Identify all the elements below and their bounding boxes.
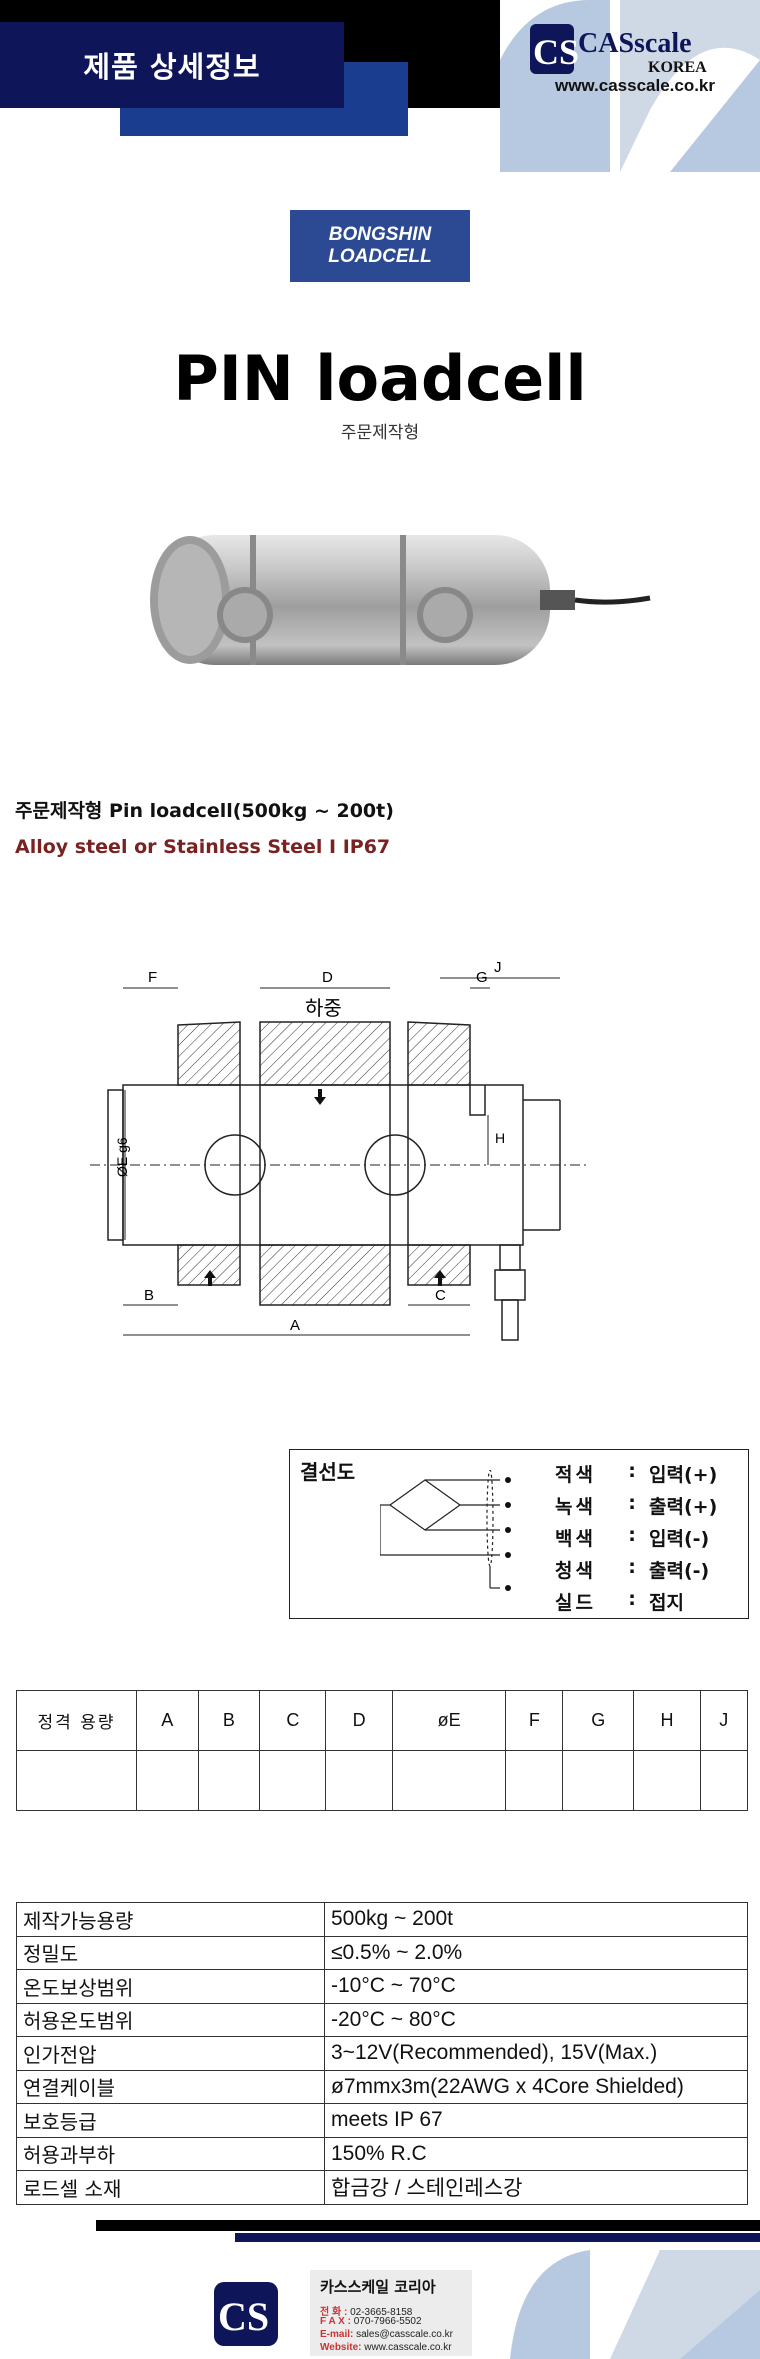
- dim-label-A: A: [290, 1317, 300, 1334]
- table-cell: [16, 1750, 137, 1811]
- header-url[interactable]: www.casscale.co.kr: [554, 76, 716, 95]
- footer-decor: [500, 2190, 760, 2359]
- product-description: 주문제작형 Pin loadcell(500kg ~ 200t): [15, 800, 394, 822]
- dimension-drawing: F D J G H B C A ØE g6 하중: [90, 959, 590, 1341]
- product-subtitle: 주문제작형: [340, 423, 420, 443]
- dimension-table: 정격 용량 A B C D øE F G H J: [16, 1690, 749, 1811]
- header-navy-block: [0, 22, 344, 108]
- dim-header-B: B: [197, 1690, 261, 1751]
- dim-header-F: F: [505, 1690, 564, 1751]
- footer-decor-shapes: [510, 2250, 760, 2359]
- table-cell: [197, 1750, 261, 1811]
- product-material: Alloy steel or Stainless Steel I IP67: [15, 836, 391, 858]
- table-cell: [505, 1750, 564, 1811]
- spec-row: 정밀도≤0.5% ~ 2.0%: [16, 1935, 748, 1970]
- dim-label-H: H: [495, 1130, 505, 1146]
- product-title: PIN loadcell: [173, 342, 587, 415]
- product-image: [150, 535, 651, 665]
- spec-row: 허용온도범위-20°C ~ 80°C: [16, 2002, 748, 2037]
- dim-header-E: øE: [391, 1690, 507, 1751]
- svg-text:CS: CS: [533, 32, 579, 72]
- header-decor-shapes: [500, 0, 760, 172]
- table-cell: [325, 1750, 393, 1811]
- dimension-table-empty-row: [16, 1750, 749, 1811]
- table-cell: [136, 1750, 199, 1811]
- table-cell: [633, 1750, 701, 1811]
- logo-text: CASscale: [578, 28, 692, 59]
- footer-email[interactable]: E-mail: sales@casscale.co.kr: [320, 2329, 453, 2340]
- footer-cas-logo: CS: [214, 2282, 278, 2346]
- wire-row-shield: 실드:접지: [555, 1588, 684, 1614]
- brand-line-2: LOADCELL: [328, 246, 432, 267]
- footer-black-band: [96, 2220, 760, 2231]
- footer-fax: F A X : 070-7966-5502: [320, 2316, 422, 2327]
- dim-header-A: A: [136, 1690, 199, 1751]
- table-cell: [259, 1750, 327, 1811]
- wiring-bridge-diagram: [380, 1470, 511, 1591]
- table-cell: [562, 1750, 635, 1811]
- wiring-diagram-box: [289, 1449, 749, 1619]
- dim-label-D: D: [322, 969, 333, 986]
- dim-label-B: B: [144, 1287, 154, 1304]
- dimension-table-header-row: 정격 용량 A B C D øE F G H J: [16, 1690, 749, 1751]
- wire-row-green: 녹색:출력(+): [555, 1492, 718, 1518]
- footer-navy-band: [235, 2233, 760, 2242]
- wiring-title: 결선도: [300, 1460, 356, 1484]
- table-cell: [699, 1750, 749, 1811]
- dim-label-C: C: [435, 1287, 446, 1304]
- dim-header-capacity: 정격 용량: [16, 1690, 137, 1751]
- brand-line-1: BONGSHIN: [328, 224, 432, 245]
- cas-logo: CS CASscale KOREA: [530, 24, 707, 76]
- footer-company-name: 카스스케일 코리아: [320, 2278, 436, 2296]
- wire-row-red: 적색:입력(+): [555, 1460, 718, 1486]
- logo-sub-text: KOREA: [648, 59, 707, 76]
- dim-label-G: G: [476, 969, 488, 986]
- dim-label-E: ØE g6: [114, 1137, 130, 1177]
- svg-text:CS: CS: [218, 2294, 269, 2339]
- spec-row: 온도보상범위-10°C ~ 70°C: [16, 1969, 748, 2004]
- brand-logo: BONGSHIN LOADCELL: [290, 210, 470, 282]
- dim-label-F: F: [148, 969, 157, 986]
- footer-contact-box: [310, 2270, 472, 2356]
- header-decor: [500, 0, 760, 172]
- dim-header-H: H: [633, 1690, 701, 1751]
- footer-tel: 전 화 : 02-3665-8158: [320, 2307, 413, 2318]
- dim-header-G: G: [562, 1690, 635, 1751]
- dim-label-J: J: [494, 959, 502, 976]
- dim-header-D: D: [325, 1690, 393, 1751]
- dim-header-J: J: [699, 1690, 749, 1751]
- dim-header-C: C: [259, 1690, 327, 1751]
- load-label: 하중: [305, 996, 342, 1020]
- page-title: 제품 상세정보: [83, 50, 261, 84]
- wire-row-blue: 청색:출력(-): [555, 1556, 710, 1582]
- footer-website[interactable]: Website: www.casscale.co.kr: [320, 2342, 452, 2353]
- table-cell: [391, 1750, 507, 1811]
- wire-row-white: 백색:입력(-): [555, 1524, 710, 1550]
